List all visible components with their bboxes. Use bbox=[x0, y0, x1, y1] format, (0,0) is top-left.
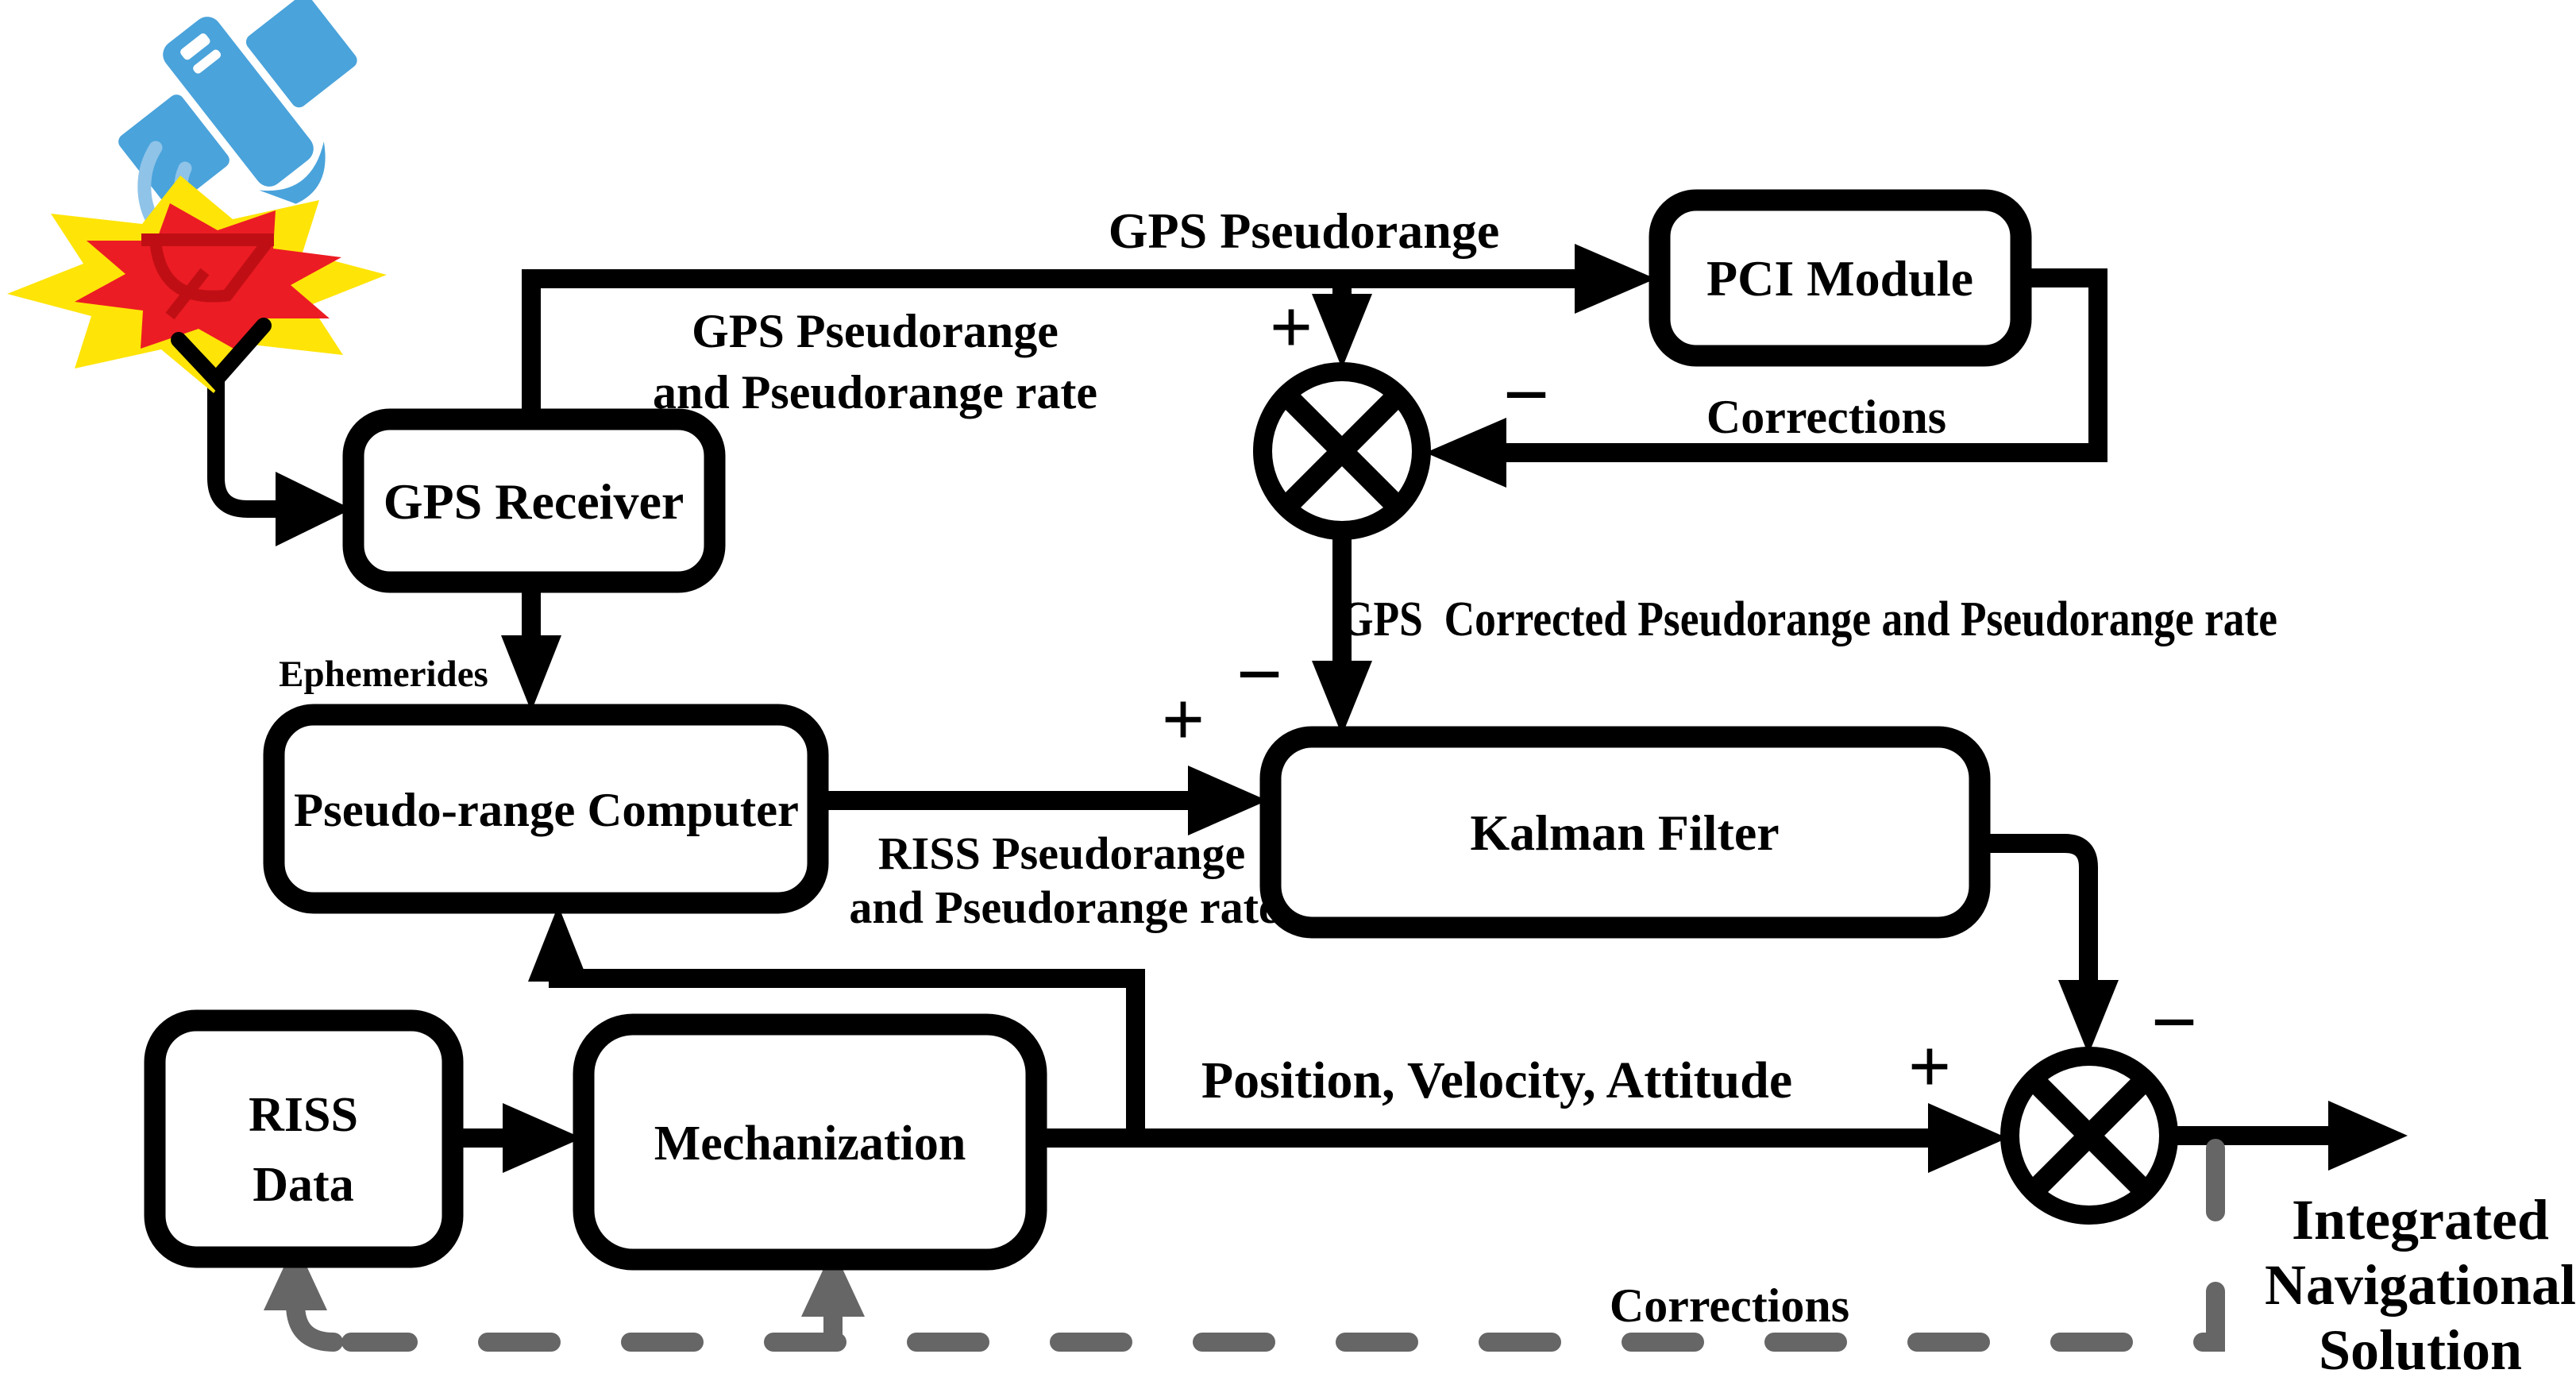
pseudo-range-computer-label: Pseudo-range Computer bbox=[294, 784, 799, 836]
summing-junctions bbox=[1253, 362, 2178, 1225]
feedback-corrections-path bbox=[264, 1139, 2225, 1352]
pci-module-label: PCI Module bbox=[1706, 250, 1973, 307]
edge-kalman-to-sum2 bbox=[1977, 834, 2098, 1002]
antenna-icon bbox=[171, 318, 272, 392]
arrowhead-into-pci bbox=[1575, 244, 1656, 314]
edge-antenna-to-gps bbox=[207, 373, 300, 518]
riss-data-label-line2: Data bbox=[253, 1158, 353, 1212]
mechanization-label: Mechanization bbox=[654, 1117, 966, 1171]
arrowhead-into-sum2-left bbox=[1928, 1103, 2007, 1173]
corrections-top-label: Corrections bbox=[1706, 391, 1946, 443]
summing-junction-2-x bbox=[2024, 1071, 2154, 1201]
sum2-plus-sign: + bbox=[1908, 1024, 1952, 1109]
dashed-corrections-line bbox=[341, 1139, 2225, 1352]
sum1-plus-sign: + bbox=[1270, 284, 1313, 369]
satellite-window-1 bbox=[180, 33, 210, 60]
ins-label-line3: Solution bbox=[2319, 1318, 2522, 1382]
gps-pr-rate-label-line2: and Pseudorange rate bbox=[653, 366, 1097, 419]
ephemerides-label: Ephemerides bbox=[279, 654, 488, 695]
gps-corrected-label: GPS Corrected Pseudorange and Pseudorang… bbox=[1340, 592, 2277, 646]
arrowhead-into-mechanization bbox=[503, 1103, 582, 1173]
ins-label-line2: Navigational bbox=[2265, 1253, 2576, 1317]
arrowhead-into-kalman-top bbox=[1312, 661, 1372, 735]
riss-data-box bbox=[144, 1009, 464, 1268]
connector-lines bbox=[207, 244, 2408, 1173]
satellite-dish bbox=[259, 141, 326, 204]
arrowhead-output bbox=[2328, 1101, 2408, 1171]
sum1-minus-sign: − bbox=[1502, 349, 1549, 441]
box-labels: GPS Receiver PCI Module Pseudo-range Com… bbox=[249, 250, 1973, 1212]
satellite-panel-right bbox=[245, 0, 357, 108]
kalman-plus-sign: + bbox=[1162, 677, 1205, 762]
kalman-filter-box bbox=[1259, 726, 1991, 939]
satellite-body bbox=[163, 17, 314, 187]
corrections-bottom-label: Corrections bbox=[1610, 1279, 1849, 1332]
kalman-minus-sign: − bbox=[1236, 629, 1282, 720]
riss-pr-label-line1: RISS Pseudorange bbox=[878, 828, 1245, 879]
junction-signs: + − − + + − bbox=[1162, 284, 2198, 1109]
pseudo-range-computer-box bbox=[263, 704, 829, 914]
gray-arrowhead-into-mech bbox=[801, 1248, 865, 1317]
arrowhead-into-kalman-left bbox=[1188, 766, 1267, 835]
satellite-window-2 bbox=[193, 49, 222, 74]
dish-bowl-dark-red bbox=[149, 239, 272, 303]
edge-labels: GPS Pseudorange GPS Pseudorange and Pseu… bbox=[279, 203, 2576, 1382]
gps-pr-rate-label-line1: GPS Pseudorange bbox=[692, 305, 1059, 357]
mechanization-box bbox=[573, 1013, 1047, 1271]
summing-junction-1-x bbox=[1277, 386, 1407, 516]
position-velocity-attitude-label: Position, Velocity, Attitude bbox=[1201, 1051, 1792, 1109]
satellite-icon bbox=[7, 0, 387, 393]
edge-gps-to-pci bbox=[522, 269, 1610, 429]
arrowhead-into-sum1-right bbox=[1425, 418, 1506, 488]
dish-mast-dark-red bbox=[165, 268, 210, 320]
arrowhead-into-sum2-top bbox=[2058, 980, 2119, 1055]
satellite-body-group bbox=[118, 0, 357, 207]
arrowhead-into-prc-bottom bbox=[528, 905, 588, 982]
pci-module-box bbox=[1649, 189, 2032, 367]
sum2-minus-sign: − bbox=[2150, 977, 2197, 1068]
gps-pseudorange-label: GPS Pseudorange bbox=[1109, 203, 1499, 259]
kalman-filter-label: Kalman Filter bbox=[1470, 804, 1779, 861]
arrowhead-into-gps-receiver bbox=[276, 472, 352, 546]
arrowhead-into-sum1-top bbox=[1312, 294, 1372, 368]
gps-receiver-box bbox=[342, 408, 726, 593]
riss-pr-label-line2: and Pseudorange rate bbox=[849, 882, 1278, 933]
riss-data-label-line1: RISS bbox=[249, 1088, 358, 1142]
gray-arrowhead-into-riss bbox=[264, 1242, 327, 1310]
edge-pci-corrections bbox=[1477, 268, 2107, 462]
gps-receiver-label: GPS Receiver bbox=[384, 473, 684, 530]
arrowhead-into-prc-top bbox=[501, 635, 561, 712]
block-boxes bbox=[144, 189, 2032, 1271]
ins-label-line1: Integrated bbox=[2292, 1188, 2549, 1252]
